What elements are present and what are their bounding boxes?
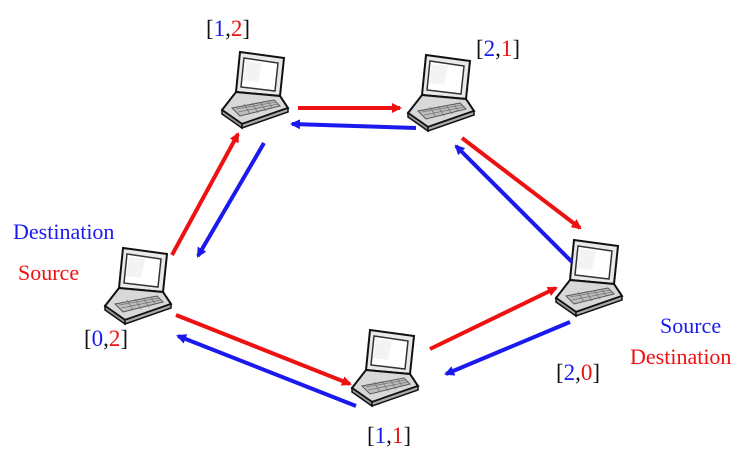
coord-b: 1 <box>391 423 404 448</box>
bracket-close: ] <box>512 36 521 61</box>
red-arrow-n21-n20 <box>460 136 582 230</box>
coord-a: 2 <box>483 36 496 61</box>
coord-sep: , <box>225 16 231 41</box>
red-arrow-n20-n11 <box>429 286 558 351</box>
coord-a: 0 <box>91 326 104 351</box>
blue-arrow-n21-n12 <box>290 119 417 130</box>
bracket-open: [ <box>84 326 92 351</box>
node-label-n20: [2,0] <box>556 361 600 384</box>
red-arrow-n11-n02 <box>175 313 352 386</box>
laptop-icon-n02 <box>104 247 172 325</box>
coord-b: 2 <box>230 16 243 41</box>
laptop-icon-n11 <box>351 329 419 407</box>
bracket-open: [ <box>556 360 564 385</box>
coord-sep: , <box>103 326 109 351</box>
coord-b: 1 <box>500 36 513 61</box>
bracket-close: ] <box>242 16 251 41</box>
node-label-n12: [1,2] <box>206 17 250 40</box>
coord-a: 1 <box>213 16 226 41</box>
blue-arrow-n11-n02 <box>176 334 357 408</box>
blue-arrow-n12-n02 <box>196 141 266 258</box>
bracket-close: ] <box>592 360 601 385</box>
node-label-n11: [1,1] <box>367 424 411 447</box>
laptop-icon-n12 <box>221 51 289 129</box>
coord-sep: , <box>575 360 581 385</box>
bracket-open: [ <box>476 36 484 61</box>
left-source-label: Source <box>18 260 80 285</box>
coord-a: 2 <box>563 360 576 385</box>
bracket-open: [ <box>206 16 214 41</box>
node-label-n02: [0,2] <box>84 327 128 350</box>
bracket-close: ] <box>403 423 412 448</box>
coord-sep: , <box>386 423 392 448</box>
bracket-open: [ <box>367 423 375 448</box>
laptop-icon-n21 <box>407 54 475 132</box>
coord-a: 1 <box>374 423 387 448</box>
bracket-close: ] <box>120 326 129 351</box>
red-arrow-n02-n12 <box>170 132 240 256</box>
left-destination-label: Destination <box>13 219 115 244</box>
node-label-n21: [2,1] <box>476 37 520 60</box>
coord-b: 2 <box>108 326 121 351</box>
right-source-label: Source <box>660 313 722 338</box>
blue-arrow-n20-n21 <box>454 144 574 264</box>
laptop-icon-n20 <box>555 239 623 317</box>
right-destination-label: Destination <box>630 344 732 369</box>
blue-arrow-n20-n11 <box>444 320 571 376</box>
coord-b: 0 <box>580 360 593 385</box>
coord-sep: , <box>495 36 501 61</box>
